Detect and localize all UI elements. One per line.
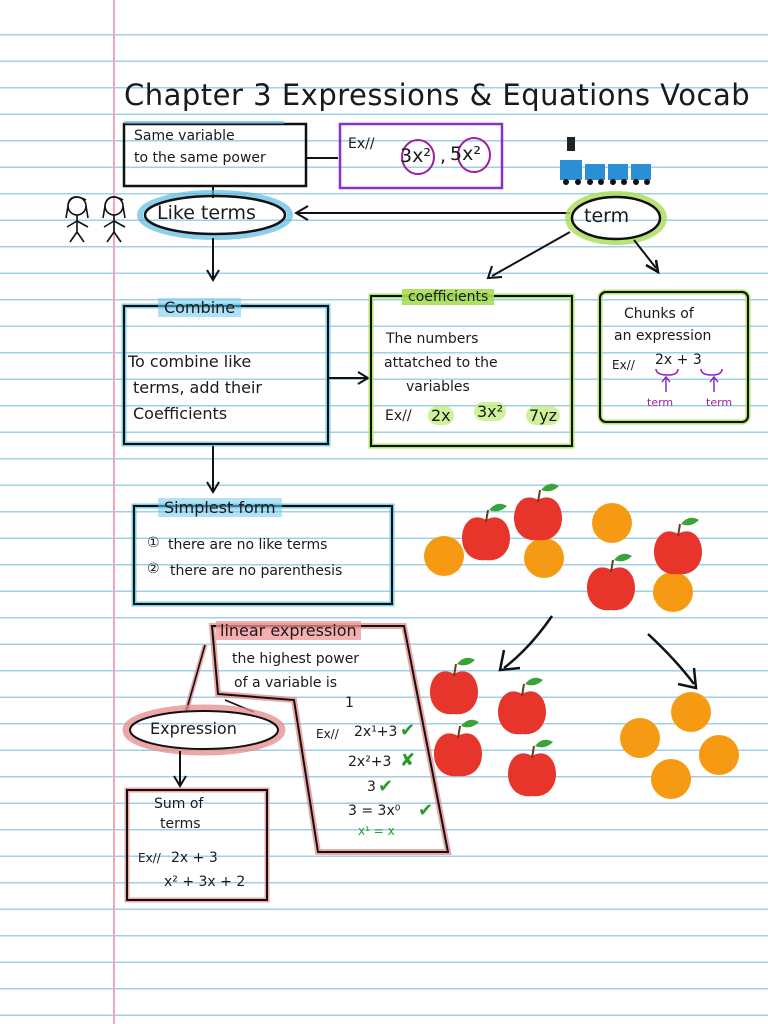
coefficient-example-1: 2x [428,406,454,425]
orange-icon [424,536,464,576]
like-terms-label: Like terms [157,202,256,224]
check-icon: ✔ [400,720,416,741]
simplest-form-box [133,505,393,605]
simplest-item1: there are no like terms [168,537,328,553]
expression-example-prefix: Ex// [138,851,161,865]
orange-icon [524,538,564,578]
term-oval [570,195,662,241]
expression-example-1: 2x + 3 [171,850,218,866]
check-icon: ✔ [418,800,434,821]
example-box [338,122,504,190]
example-term-1: 3x² [400,145,431,167]
orange-icon [653,572,693,612]
chunks-box [599,291,749,423]
apple-icon [514,483,562,541]
apple-icon [462,503,510,561]
circle-x2-a [401,139,435,175]
linear-example-prefix: Ex// [316,727,339,741]
orange-icon [671,692,711,732]
apple-icon [508,739,556,797]
linear-example-4: 3 = 3x⁰ [348,803,401,819]
apple-icon [434,719,482,777]
coefficients-line3: variables [406,379,470,395]
chunks-example: 2x + 3 [655,352,702,368]
combine-line1: To combine like [128,352,252,371]
linear-note: x¹ = x [358,824,395,838]
chunks-line2: an expression [614,328,712,344]
linear-expression-box [210,625,450,853]
simplest-form-label: Simplest form [158,498,282,517]
linear-expression-label: linear expression [216,621,361,640]
sum-of-terms-box [126,789,268,901]
same-variable-line1: Same variable [134,128,235,144]
expression-oval [129,710,279,750]
chunks-example-prefix: Ex// [612,358,635,372]
expression-line2: terms [160,816,201,832]
expression-line1: Sum of [154,796,204,812]
combine-label: Combine [158,298,242,317]
coefficients-line2: attatched to the [384,355,498,371]
page-title: Chapter 3 Expressions & Equations Vocab [124,78,751,112]
simplest-item2-num: ② [147,561,160,577]
circle-x2-b [457,137,491,173]
arrow-to-oranges [647,633,695,685]
simplest-item1-num: ① [147,535,160,551]
fruit-illustration [424,503,739,799]
apple-icon [430,657,478,715]
coefficient-example-3: 7yz [526,406,561,425]
combine-line2: terms, add their [133,378,262,397]
linear-example-1: 2x¹+3 [354,724,398,740]
expression-example-2: x² + 3x + 2 [164,874,246,890]
apple-icon [654,517,702,575]
orange-icon [592,503,632,543]
linear-line2: of a variable is [234,675,338,691]
coefficients-line1: The numbers [386,331,479,347]
coefficients-example-prefix: Ex// [385,408,412,424]
linear-example-3: 3 [367,779,376,795]
orange-icon [620,718,660,758]
coefficient-example-2: 3x² [474,402,507,421]
margin-line [113,0,115,1024]
apple-icons [430,483,702,797]
example-prefix: Ex// [348,136,375,152]
orange-icon [651,759,691,799]
linear-line1: the highest power [232,651,360,667]
apple-icon [498,677,546,735]
example-term-2: 5x² [450,143,481,165]
chunks-line1: Chunks of [624,306,694,322]
stick-figures-icon [65,196,126,243]
combine-box [123,305,329,445]
chunks-term-label-1: term [647,396,674,409]
linear-example-2: 2x²+3 [348,754,392,770]
coefficients-label: coefficients [402,289,495,305]
combine-line3: Coefficients [133,404,228,423]
check-icon: ✔ [378,776,394,797]
expression-label: Expression [150,719,237,738]
apple-icon [587,553,635,611]
chunks-term-label-2: term [706,396,733,409]
example-comma: , [440,145,447,167]
orange-icon [699,735,739,775]
arrow-to-apples [503,615,554,669]
train-icon [560,137,651,185]
cross-icon: ✘ [400,750,416,771]
same-variable-line2: to the same power [134,150,266,166]
term-label: term [584,205,630,227]
simplest-item2: there are no parenthesis [170,563,343,579]
linear-line3: 1 [345,695,354,711]
like-terms-oval [143,194,287,236]
